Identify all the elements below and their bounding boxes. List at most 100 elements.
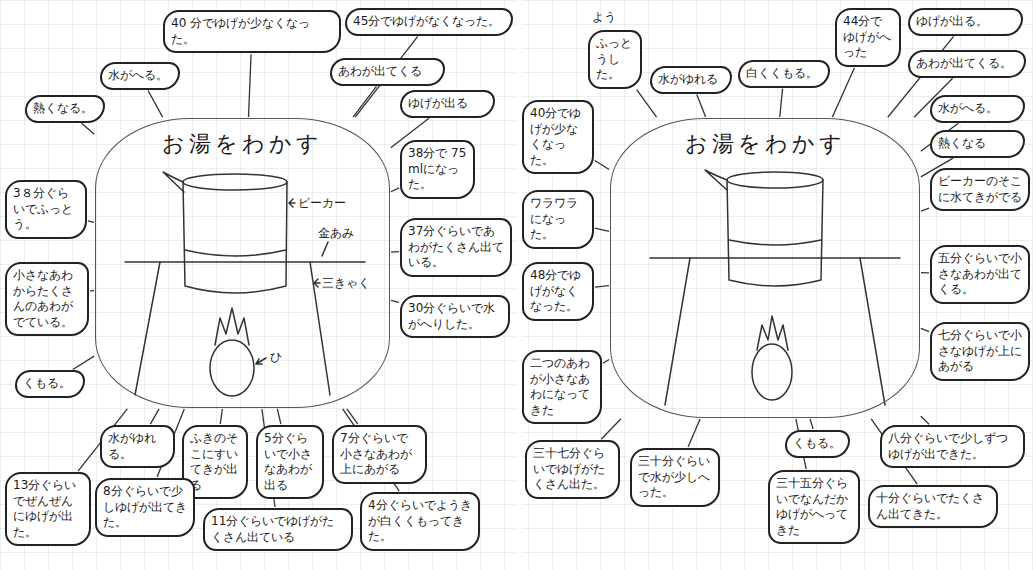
link-line: [595, 286, 609, 288]
link-line: [391, 188, 399, 192]
note-text: 40 分でゆげが少なくなった。: [171, 16, 333, 47]
note-text: 水がゆれる: [658, 72, 724, 88]
note-text: 水がへる。: [938, 101, 1017, 117]
link-line: [832, 68, 854, 117]
gauze-line: [125, 261, 365, 263]
note-text: 水がへる。: [108, 68, 172, 84]
note-text: 13分ぐらいでぜんぜんにゆげが出た。: [13, 478, 83, 540]
observation-bubble: 熱くなる。: [25, 95, 105, 123]
note-text: 三十五分ぐらいでなんだかゆげがへってきた: [776, 476, 852, 538]
link-line: [921, 328, 929, 331]
pointer-arrow: [289, 199, 295, 207]
observation-bubble: 3８分ぐらいでふっとう。: [5, 180, 87, 239]
observation-bubble: 48分でゆげがなくなった。: [522, 262, 594, 321]
part-label: ひ: [270, 350, 282, 364]
beaker-drawing: [705, 170, 823, 286]
observation-bubble: 44分でゆげがへった: [835, 8, 901, 67]
note-text: 熱くなる: [938, 136, 1017, 152]
note-text: 48分でゆげがなくなった。: [530, 268, 586, 315]
note-text: 熱くなる。: [33, 101, 97, 117]
note-text: 二つのあわが小さなあわになってきた: [530, 356, 594, 418]
note-text: 37分ぐらいであわがたくさん出ている。: [408, 224, 504, 271]
note-text: 八分ぐらいで少しずつゆげが出できた。: [888, 431, 1017, 462]
observation-bubble: ワラワラになった。: [522, 190, 594, 249]
link-line: [921, 416, 929, 424]
observation-bubble: 40分でゆげが少なくなった。: [522, 100, 594, 174]
note-text: ゆげが出る。: [916, 14, 1015, 30]
note-text: 水がゆれる。: [108, 431, 167, 462]
link-line: [601, 419, 621, 440]
gauze-line: [650, 257, 900, 259]
observation-bubble: ビーカーのそこに水てきがでる: [930, 168, 1030, 211]
link-line: [780, 89, 783, 117]
beaker-drawing: [163, 172, 287, 293]
pointer-arrow: [314, 279, 320, 287]
note-text: 三十分ぐらいで水が少しへった。: [638, 454, 712, 501]
note-text: 三十七分ぐらいでゆげがたくさん出た。: [533, 446, 612, 493]
part-label: 三きゃく: [322, 276, 370, 290]
note-text: 38分で 75mlになった。: [408, 146, 467, 193]
part-label: 金あみ: [318, 226, 354, 240]
observation-bubble: 二つのあわが小さなあわになってきた: [522, 350, 602, 424]
note-text: 3８分ぐらいでふっとう。: [13, 186, 79, 233]
note-text: 白くくもる。: [746, 66, 822, 82]
note-text: ふきのそこにすいてきが出る: [190, 431, 240, 493]
note-text: 11分ぐらいでゆげがたくさん出ている: [211, 514, 345, 545]
tripod-leg: [665, 258, 690, 405]
note-text: ビーカーのそこに水てきがでる: [938, 174, 1022, 205]
observation-bubble: 水がゆれる。: [100, 425, 175, 468]
link-line: [391, 251, 399, 253]
observation-bubble: 水がゆれる: [650, 66, 732, 94]
center-title: お湯をわかす: [611, 131, 919, 157]
observation-bubble: ゆげが出る: [400, 90, 495, 118]
observation-bubble: 13分ぐらいでぜんぜんにゆげが出た。: [5, 472, 91, 546]
center-topic: お湯をわかす: [610, 118, 920, 418]
note-text: 十分ぐらいでたくさん出てきた。: [876, 491, 990, 522]
note-text: あわが出てくる。: [916, 56, 1018, 72]
observation-bubble: 小さなあわからたくさんのあわがでている。: [5, 262, 89, 336]
note-text: 五分ぐらいで小さなあわが出てくる。: [938, 251, 1022, 298]
observation-bubble: 七分ぐらいで小さなゆげが上にあがる: [930, 322, 1030, 381]
note-text: 44分でゆげがへった: [843, 14, 893, 61]
link-line: [82, 123, 95, 134]
pointer-arrow: [256, 358, 266, 364]
part-label: ビーカー: [298, 196, 346, 210]
note-text: 40分でゆげが少なくなった。: [530, 106, 586, 168]
note-text: ワラワラになった。: [530, 196, 586, 243]
pointer-arrow: [322, 242, 328, 256]
observation-bubble: 45分でゆげがなくなった。: [345, 8, 513, 36]
observation-bubble: 37分ぐらいであわがたくさん出ている。: [400, 218, 512, 277]
observation-bubble: 7分ぐらいで小さなあわが上にあがる: [332, 425, 427, 484]
link-line: [248, 54, 251, 117]
observation-bubble: 五分ぐらいで小さなあわが出てくる。: [930, 245, 1030, 304]
link-line: [148, 90, 163, 117]
note-text: 30分ぐらいで水がへりした。: [408, 301, 502, 332]
center-topic: お湯をわかす: [95, 118, 390, 408]
link-line: [88, 221, 94, 223]
note-text: ふっとうした。: [596, 36, 634, 83]
link-line: [688, 419, 700, 447]
observation-bubble: 8分ぐらいで少しゆげが出てきた。: [95, 478, 195, 537]
note-label: よう: [592, 10, 616, 24]
burner-drawing: [752, 316, 792, 400]
link-line: [921, 208, 929, 211]
observation-bubble: 5分ぐらいで小さなあわが出る: [256, 425, 324, 499]
left-page-grid: [0, 0, 515, 570]
observation-bubble: 熱くなる: [930, 130, 1025, 158]
link-line: [220, 409, 222, 424]
note-text: 45分でゆげがなくなった。: [353, 14, 505, 30]
observation-bubble: 八分ぐらいで少しずつゆげが出できた。: [880, 425, 1025, 468]
note-text: くもる。: [23, 376, 77, 392]
observation-bubble: あわが出てくる: [330, 58, 445, 86]
link-line: [90, 290, 94, 292]
burner-drawing: [210, 308, 254, 396]
note-text: くもる。: [793, 436, 842, 452]
observation-bubble: くもる。: [785, 430, 850, 458]
observation-bubble: ゆげが出る。: [908, 8, 1023, 36]
link-line: [697, 95, 706, 118]
link-line: [637, 90, 657, 118]
observation-bubble: 11分ぐらいでゆげがたくさん出ている: [203, 508, 353, 551]
note-text: 小さなあわからたくさんのあわがでている。: [13, 268, 81, 330]
link-line: [921, 272, 929, 274]
